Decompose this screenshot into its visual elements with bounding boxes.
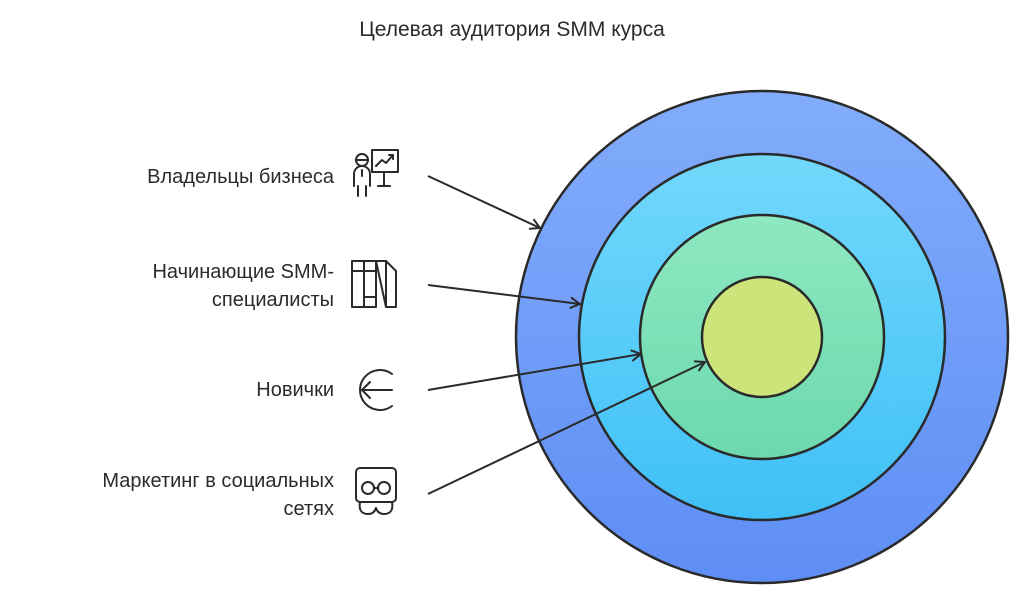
presenter-chart-icon [346, 146, 402, 202]
ring-social-marketing [700, 275, 824, 399]
diagram-title: Целевая аудитория SMM курса [359, 18, 665, 41]
label-junior-smm: Начинающие SMM- специалисты [152, 258, 334, 314]
label-social-marketing-line2: сетях [283, 498, 334, 520]
glasses-face-icon [350, 464, 406, 520]
label-beginners-text: Новички [256, 379, 334, 401]
book-binders-icon [346, 257, 402, 313]
label-social-marketing-line1: Маркетинг в социальных [102, 470, 334, 492]
label-owners: Владельцы бизнеса [147, 163, 334, 191]
label-beginners: Новички [256, 376, 334, 404]
arrow-left-circle-icon [348, 362, 404, 418]
arrow-social-marketing [427, 360, 706, 495]
label-junior-smm-line2: специалисты [211, 289, 334, 311]
arrow-owners [427, 175, 541, 230]
arrow-junior-smm [427, 284, 581, 309]
label-junior-smm-line1: Начинающие SMM- [152, 261, 334, 283]
label-owners-text: Владельцы бизнеса [147, 166, 334, 188]
label-social-marketing: Маркетинг в социальных сетях [102, 467, 334, 523]
arrow-beginners [427, 349, 642, 391]
